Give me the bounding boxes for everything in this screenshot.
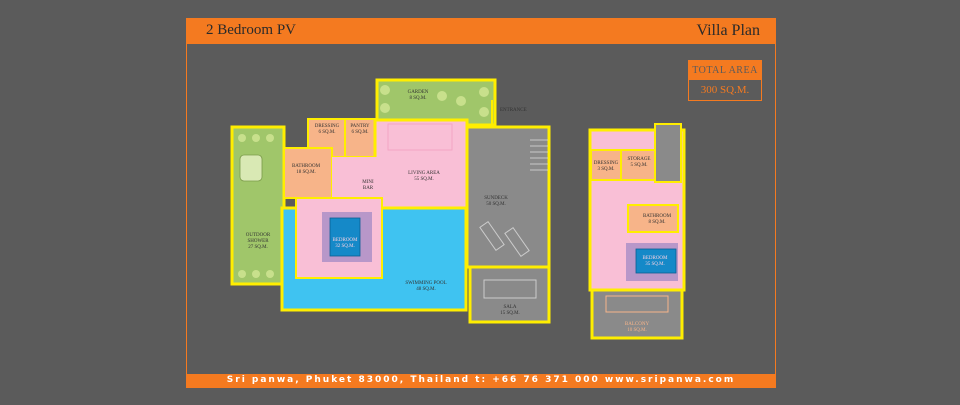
sundeck-area-label: 50 SQ.M. [486, 202, 506, 207]
bathroom-area-label: 18 SQ.M. [296, 170, 316, 175]
living-label: LIVING AREA [408, 171, 440, 176]
upper-bed [635, 248, 677, 274]
corridor [332, 157, 377, 199]
outdoor-tub [239, 154, 263, 182]
plan-title: Villa Plan [696, 22, 760, 39]
contact-footer: Sri panwa, Phuket 83000, Thailand t: +66… [226, 375, 736, 385]
sundeck-label: SUNDECK [484, 196, 508, 201]
villa-type-title: 2 Bedroom PV [206, 22, 296, 38]
upper-stairs [654, 123, 682, 183]
deck-stairs [530, 139, 548, 171]
pool-area-label: 48 SQ.M. [416, 287, 436, 292]
outdoor-area-label: 27 SQ.M. [248, 245, 268, 250]
upper-dressing-area-label: 3 SQ.M. [597, 167, 614, 172]
garden-area-label: 8 SQ.M. [409, 96, 426, 101]
pool-label: SWIMMING POOL [405, 281, 446, 286]
bedroom-label: BEDROOM [332, 238, 358, 243]
garden-area [375, 78, 497, 127]
bed [329, 217, 361, 257]
upper-bedroom-area-label: 35 SQ.M. [645, 262, 665, 267]
pantry-area-label: 6 SQ.M. [351, 130, 368, 135]
total-area-box: TOTAL AREA 300 SQ.M. [688, 60, 762, 101]
sun-loungers [479, 220, 530, 258]
sala-seating [483, 279, 537, 299]
total-area-value: 300 SQ.M. [700, 84, 750, 96]
header-bar: 2 Bedroom PV Villa Plan [186, 18, 776, 44]
bathroom-room [283, 147, 333, 199]
sala-area-label: 15 SQ.M. [500, 311, 520, 316]
outdoor-shower [230, 125, 286, 286]
living-area [373, 118, 469, 210]
outdoor-label: OUTDOOR [246, 233, 271, 238]
balcony-seating [605, 295, 669, 313]
storage-label: STORAGE [628, 157, 651, 162]
upper-bathroom [627, 204, 679, 233]
entrance-label: ENTRANCE [500, 108, 527, 113]
shower-plants [238, 134, 274, 278]
balcony-area [590, 288, 684, 340]
pantry-label: PANTRY [350, 124, 370, 129]
balcony-area-label: 10 SQ.M. [627, 328, 647, 333]
upper-storage [620, 149, 656, 181]
sala-label: SALA [503, 305, 516, 310]
outdoor-label-2: SHOWER [247, 239, 269, 244]
dressing-area-label: 6 SQ.M. [318, 130, 335, 135]
living-area-label: 55 SQ.M. [414, 177, 434, 182]
total-area-label: TOTAL AREA [689, 61, 761, 80]
sofa-outline [387, 123, 453, 151]
upper-bathroom-area-label: 8 SQ.M. [648, 220, 665, 225]
bedroom-area-label: 32 SQ.M. [335, 244, 355, 249]
storage-area-label: 5 SQ.M. [630, 163, 647, 168]
dressing-label: DRESSING [315, 124, 340, 129]
upper-dressing-label: DRESSING [594, 161, 619, 166]
garden-label: GARDEN [408, 90, 429, 95]
minibar-label-2: BAR [363, 186, 374, 191]
upper-bedroom-label: BEDROOM [642, 256, 668, 261]
bathroom-label: BATHROOM [292, 164, 321, 169]
garden-trees [380, 85, 489, 117]
upper-bathroom-label: BATHROOM [643, 214, 672, 219]
footer-bar: Sri panwa, Phuket 83000, Thailand t: +66… [186, 374, 776, 388]
balcony-label: BALCONY [625, 322, 650, 327]
sundeck-area [465, 125, 551, 269]
minibar-label: MINI [362, 180, 374, 185]
